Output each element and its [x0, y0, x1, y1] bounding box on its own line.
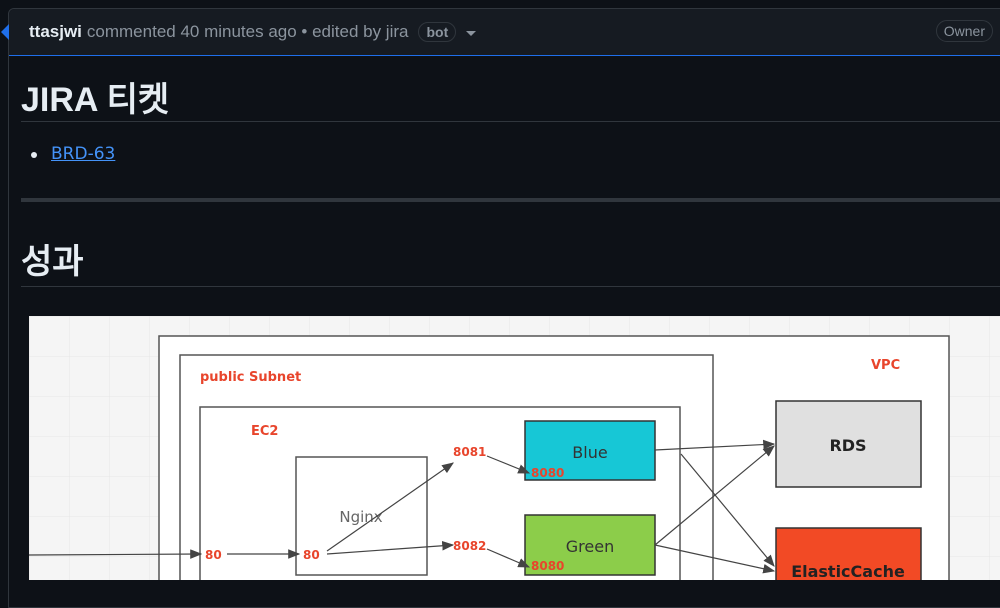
rds-label: RDS: [829, 436, 866, 455]
comment-author[interactable]: ttasjwi: [29, 22, 82, 41]
port-8080-blue: 8080: [531, 466, 564, 480]
ec2-label: EC2: [251, 424, 278, 439]
elasticache-label: ElasticCache: [791, 562, 905, 580]
elasticache-box: [775, 527, 922, 580]
arrow-nginx-to-8082: [326, 540, 455, 555]
heading-divider: [21, 121, 1000, 122]
diagram-svg: VPC public Subnet EC2 Nginx Blue Green R…: [29, 316, 1000, 580]
arrow-green-to-cache: [654, 544, 776, 574]
heading-results: 성과: [21, 243, 84, 281]
nginx-box: [295, 456, 428, 576]
port-8082: 8082: [453, 539, 486, 553]
port-80-nginx: 80: [303, 548, 320, 562]
arrow-8081-to-blue: [486, 455, 531, 474]
arrow-nginx-to-8081: [326, 462, 454, 552]
arrow-internet-to-ec2: [29, 549, 203, 559]
arrow-green-to-rds: [654, 445, 775, 546]
green-label: Green: [566, 537, 614, 556]
blue-server-box: [524, 420, 656, 481]
comment-meta[interactable]: commented 40 minutes ago • edited by jir…: [86, 22, 409, 41]
public-subnet-label: public Subnet: [200, 370, 301, 385]
architecture-diagram: VPC public Subnet EC2 Nginx Blue Green R…: [29, 316, 1000, 580]
blue-label: Blue: [572, 443, 607, 462]
port-80-ec2: 80: [205, 548, 222, 562]
ticket-link[interactable]: BRD-63: [51, 144, 116, 164]
green-server-box: [524, 514, 656, 576]
owner-badge: Owner: [935, 20, 993, 42]
bot-badge: bot: [418, 22, 457, 42]
heading-divider-2: [21, 286, 1000, 287]
arrow-blue-to-rds: [654, 439, 776, 451]
comment-header: ttasjwi commented 40 minutes ago • edite…: [9, 9, 1000, 56]
nginx-label: Nginx: [339, 508, 382, 526]
rds-box: [775, 400, 922, 488]
list-bullet: [31, 152, 37, 158]
comment-caret: [1, 24, 9, 40]
port-8081: 8081: [453, 445, 486, 459]
port-8080-green: 8080: [531, 559, 564, 573]
ticket-list: BRD-63: [51, 144, 115, 164]
edit-history-dropdown-icon[interactable]: [466, 30, 477, 36]
arrow-8082-to-green: [486, 548, 531, 568]
arrow-blue-to-cache: [680, 453, 775, 567]
heading-jira-ticket: JIRA 티켓: [21, 81, 170, 119]
vpc-label: VPC: [871, 358, 900, 373]
section-divider: [21, 198, 1000, 202]
